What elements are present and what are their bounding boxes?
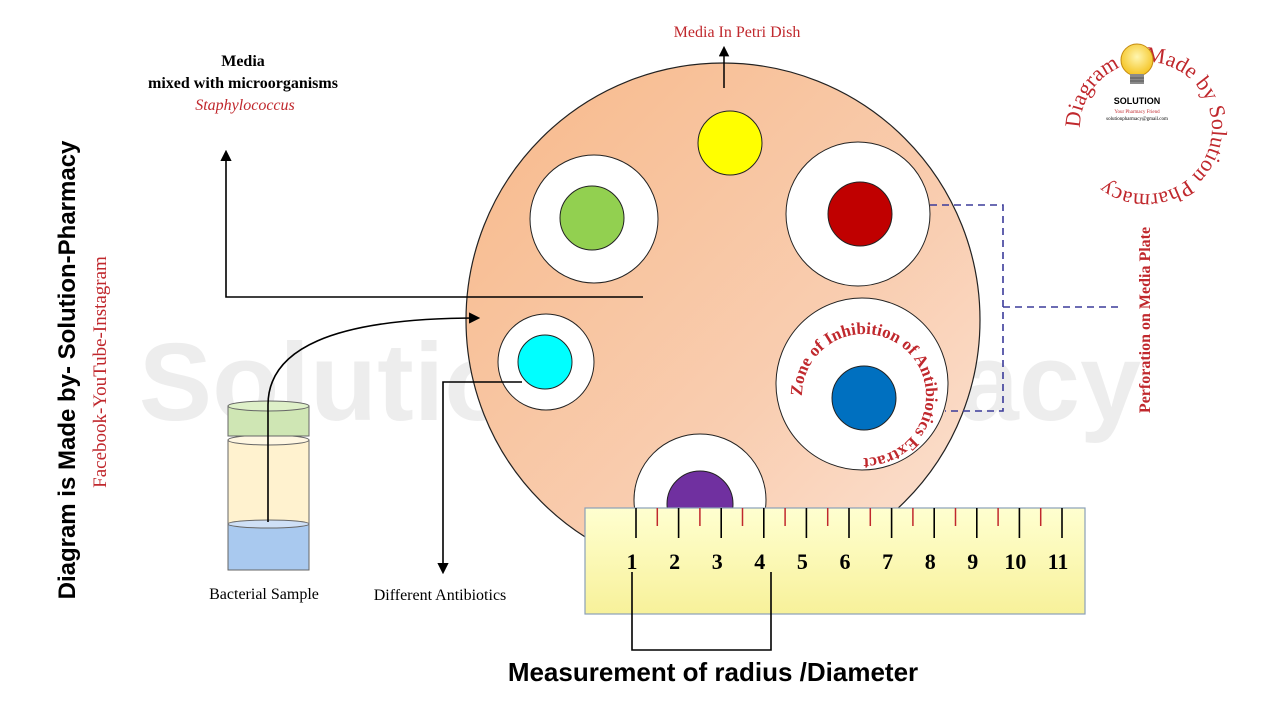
ruler-label-11: 11	[1048, 549, 1069, 574]
swab-arrow	[267, 312, 481, 522]
bacterial-sample-label: Bacterial Sample	[209, 586, 319, 603]
ruler-label-4: 4	[754, 549, 765, 574]
measurement-bracket	[631, 572, 772, 651]
ruler-label-3: 3	[712, 549, 723, 574]
antibiotic-disc-red	[827, 181, 893, 247]
ruler-label-8: 8	[925, 549, 936, 574]
petri-label: Media In Petri Dish	[674, 24, 801, 41]
ruler-label-7: 7	[882, 549, 893, 574]
lightbulb-icon	[1120, 43, 1154, 84]
side-credit-main: Diagram is Made by- Solution-Pharmacy	[54, 140, 81, 599]
solution-pharmacy-logo: Diagram is Made by Solution Pharmacy SOL…	[1060, 41, 1233, 214]
antibiotic-disc-cyan	[517, 334, 573, 390]
antibiotic-disc-blue	[831, 365, 897, 431]
antibiotics-leader-line	[437, 381, 522, 575]
organism-label: Staphylococcus	[195, 97, 295, 114]
antibiotic-disc-green	[559, 185, 625, 251]
ruler-label-5: 5	[797, 549, 808, 574]
measurement-title: Measurement of radius /Diameter	[508, 657, 918, 687]
ruler-ticks: 1 2 3 4 5 6 7 8 9 10 11	[627, 508, 1069, 574]
logo-tagline: Your Pharmacy Friend	[1114, 110, 1160, 115]
logo-email: solutionpharmacy@gmail.com	[1106, 117, 1168, 122]
ruler-label-10: 10	[1004, 549, 1026, 574]
different-antibiotics-label: Different Antibiotics	[374, 587, 507, 604]
ruler-label-6: 6	[840, 549, 851, 574]
ruler-label-1: 1	[627, 549, 638, 574]
perforation-label: Perforation on Media Plate	[1137, 227, 1154, 413]
perforation-bracket	[930, 204, 1004, 412]
media-leader-line	[220, 149, 643, 298]
ruler-label-2: 2	[669, 549, 680, 574]
logo-name: SOLUTION	[1114, 96, 1161, 106]
antibiotic-disc-yellow	[697, 110, 763, 176]
ruler-label-9: 9	[967, 549, 978, 574]
media-title: Media	[221, 53, 265, 70]
media-mixed-label: mixed with microorganisms	[148, 75, 338, 92]
ruler	[584, 507, 1086, 615]
side-credit-social: Facebook-YouTube-Instagram	[90, 256, 111, 488]
